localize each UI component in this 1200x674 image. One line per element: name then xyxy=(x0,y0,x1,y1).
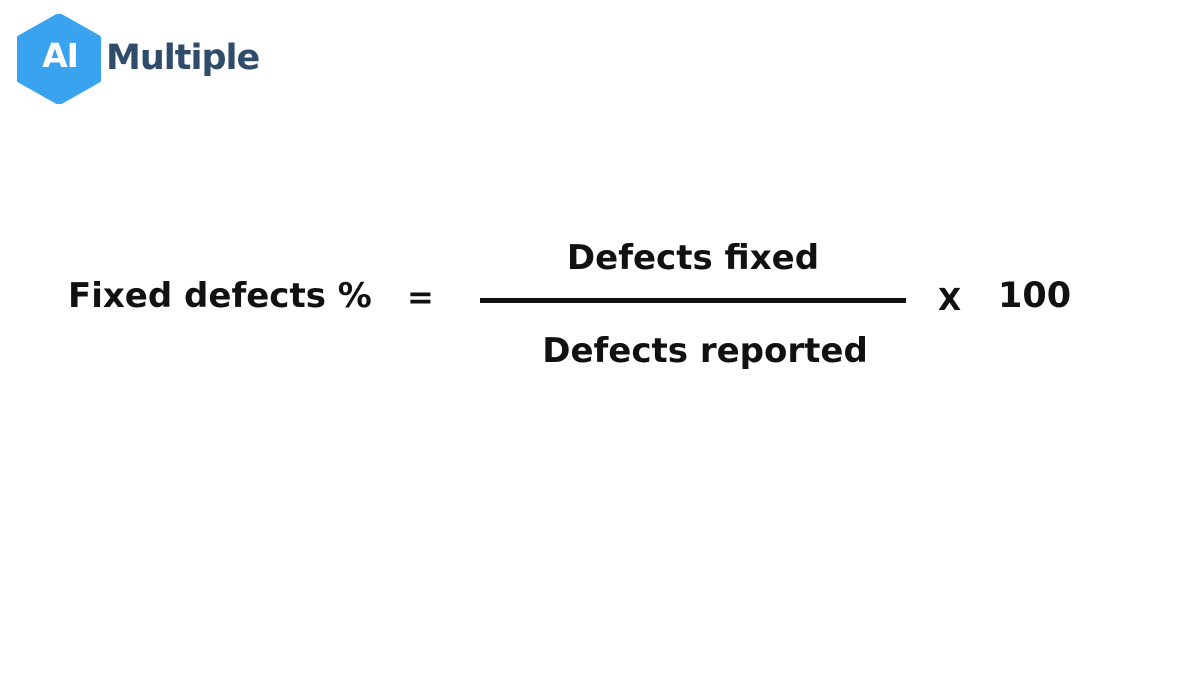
fraction-denominator: Defects reported xyxy=(542,331,868,371)
hexagon-logo-icon xyxy=(17,14,101,104)
multiplier-value: 100 xyxy=(998,276,1072,316)
multiply-sign: X xyxy=(938,283,962,318)
fraction-numerator: Defects fixed xyxy=(566,238,820,278)
logo-badge-text: AI xyxy=(42,36,79,75)
fraction-bar xyxy=(480,298,906,303)
formula-lhs: Fixed defects % xyxy=(68,276,372,316)
equals-sign: = xyxy=(407,278,434,316)
logo-wordmark: Multiple xyxy=(106,38,260,78)
ai-multiple-logo: AI Multiple xyxy=(16,14,266,106)
